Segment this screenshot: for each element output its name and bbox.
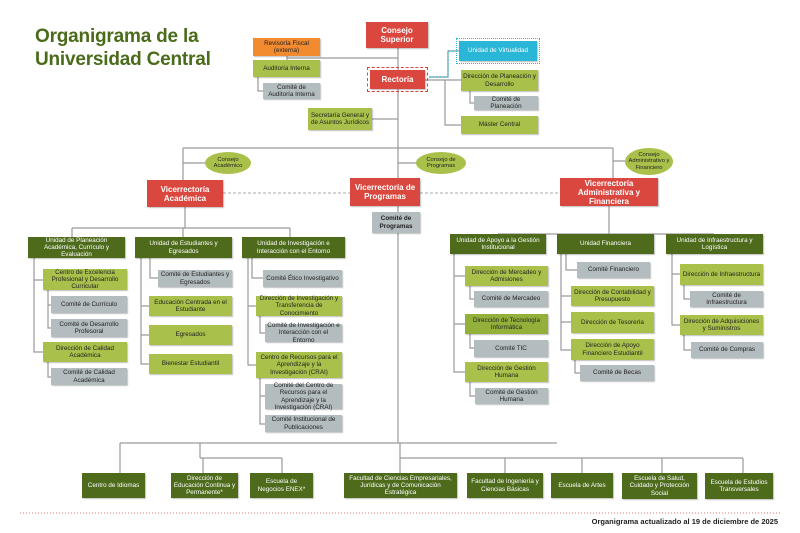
comite-mercadeo-box: Comité de Mercadeo <box>474 291 548 307</box>
programa-box: Escuela de Negocios ENEX* <box>250 473 313 498</box>
comite-infraestructura-box: Comité de Infraestructura <box>690 291 763 307</box>
direccion-apoyo-financiero-box: Dirección de Apoyo Financiero Estudianti… <box>571 339 654 360</box>
comite-estudiantes-box: Comité de Estudiantes y Egresados <box>158 270 232 287</box>
programa-box: Escuela de Estudios Transversales <box>705 473 773 499</box>
rectoria-box: Rectoría <box>367 67 428 92</box>
vicerrectoria-academica-box: Vicerrectoría Académica <box>147 180 223 207</box>
direccion-contabilidad-box: Dirección de Contabilidad y Presupuesto <box>571 286 654 306</box>
consejo-programas-ellipse: Consejo de Programas <box>416 152 466 174</box>
comite-curriculo-box: Comité de Currículo <box>51 296 127 313</box>
comite-becas-box: Comité de Becas <box>580 365 654 381</box>
vicerrectoria-administrativa-box: Vicerrectoría Administrativa y Financier… <box>560 178 658 206</box>
comite-programas-box: Comité de Programas <box>372 212 420 233</box>
unidad-apoyo-gestion-box: Unidad de Apoyo a la Gestión Institucion… <box>450 234 546 254</box>
unidad-planeacion-academica-box: Unidad de Planeación Académica, Currícul… <box>28 237 125 258</box>
comite-gestion-humana-box: Comité de Gestión Humana <box>475 388 548 404</box>
direccion-gestion-humana-box: Dirección de Gestión Humana <box>465 362 548 382</box>
direccion-tesoreria-box: Dirección de Tesorería <box>571 312 654 333</box>
chart-title-line1: Organigrama de la <box>35 26 199 47</box>
secretaria-general-box: Secretaría General y de Asuntos Jurídico… <box>308 108 372 130</box>
comite-calidad-box: Comité de Calidad Académica <box>51 368 127 385</box>
programa-box: Dirección de Educación Continua y Perman… <box>171 473 238 498</box>
egresados-box: Egresados <box>149 325 232 345</box>
unidad-virtualidad-box: Unidad de Virtualidad <box>456 38 540 64</box>
consejo-administrativo-ellipse: Consejo Administrativo y Financiero <box>625 148 673 175</box>
direccion-tecnologia-box: Dirección de Tecnología Informática <box>465 314 548 334</box>
update-footer: Organigrama actualizado al 19 de diciemb… <box>591 517 778 526</box>
consejo-superior-box: Consejo Superior <box>366 22 428 48</box>
direccion-infraestructura-box: Dirección de Infraestructura <box>680 264 763 285</box>
programa-box: Facultad de Ingeniería y Ciencias Básica… <box>467 473 543 498</box>
centro-crai-box: Centro de Recursos para el Aprendizaje y… <box>256 352 342 378</box>
comite-tic-box: Comité TIC <box>474 340 548 357</box>
programa-box: Escuela de Artes <box>551 473 613 498</box>
comite-auditoria-box: Comité de Auditoría Interna <box>263 83 320 99</box>
direccion-adquisiciones-box: Dirección de Adquisiciones y Suministros <box>680 315 763 335</box>
programa-box: Escuela de Salud, Cuidado y Protección S… <box>622 473 697 499</box>
comite-financiero-box: Comité Financiero <box>577 262 650 278</box>
unidad-infraestructura-box: Unidad de Infraestructura y Logística <box>666 234 763 254</box>
revisoria-fiscal-box: Revisoría Fiscal (externa) <box>253 38 320 56</box>
comite-etico-box: Comité Ético Investigativo <box>263 270 342 287</box>
comite-compras-box: Comité de Compras <box>691 342 763 358</box>
comite-desarrollo-profesoral-box: Comité de Desarrollo Profesoral <box>51 319 127 337</box>
vicerrectoria-programas-box: Vicerrectoría de Programas <box>350 178 420 206</box>
comite-publicaciones-box: Comité Institucional de Publicaciones <box>265 415 342 432</box>
comite-investigacion-box: Comité de Investigación e Interacción co… <box>265 322 342 344</box>
master-central-box: Máster Central <box>461 116 538 134</box>
unidad-investigacion-box: Unidad de Investigación e Interacción co… <box>242 237 345 258</box>
unidad-financiera-box: Unidad Financiera <box>557 234 654 254</box>
auditoria-interna-box: Auditoría Interna <box>253 60 320 77</box>
direccion-investigacion-box: Dirección de Investigación y Transferenc… <box>256 295 342 317</box>
programa-box: Centro de Idiomas <box>82 473 145 498</box>
consejo-academico-ellipse: Consejo Académico <box>205 152 251 174</box>
direccion-mercadeo-box: Dirección de Mercadeo y Admisiones <box>465 266 548 286</box>
programa-box: Facultad de Ciencias Empresariales, Jurí… <box>344 473 457 498</box>
chart-title-line2: Universidad Central <box>35 49 211 70</box>
direccion-planeacion-box: Dirección de Planeación y Desarrollo <box>461 70 538 91</box>
comite-planeacion-box: Comité de Planeación <box>474 96 538 110</box>
educacion-centrada-box: Educación Centrada en el Estudiante <box>149 296 232 316</box>
bienestar-box: Bienestar Estudiantil <box>149 354 232 374</box>
direccion-calidad-box: Dirección de Calidad Académica <box>43 342 127 362</box>
comite-crai-box: Comité del Centro de Recursos para el Ap… <box>265 382 342 411</box>
centro-excelencia-box: Centro de Excelencia Profesional y Desar… <box>43 269 127 290</box>
unidad-estudiantes-box: Unidad de Estudiantes y Egresados <box>135 237 232 258</box>
